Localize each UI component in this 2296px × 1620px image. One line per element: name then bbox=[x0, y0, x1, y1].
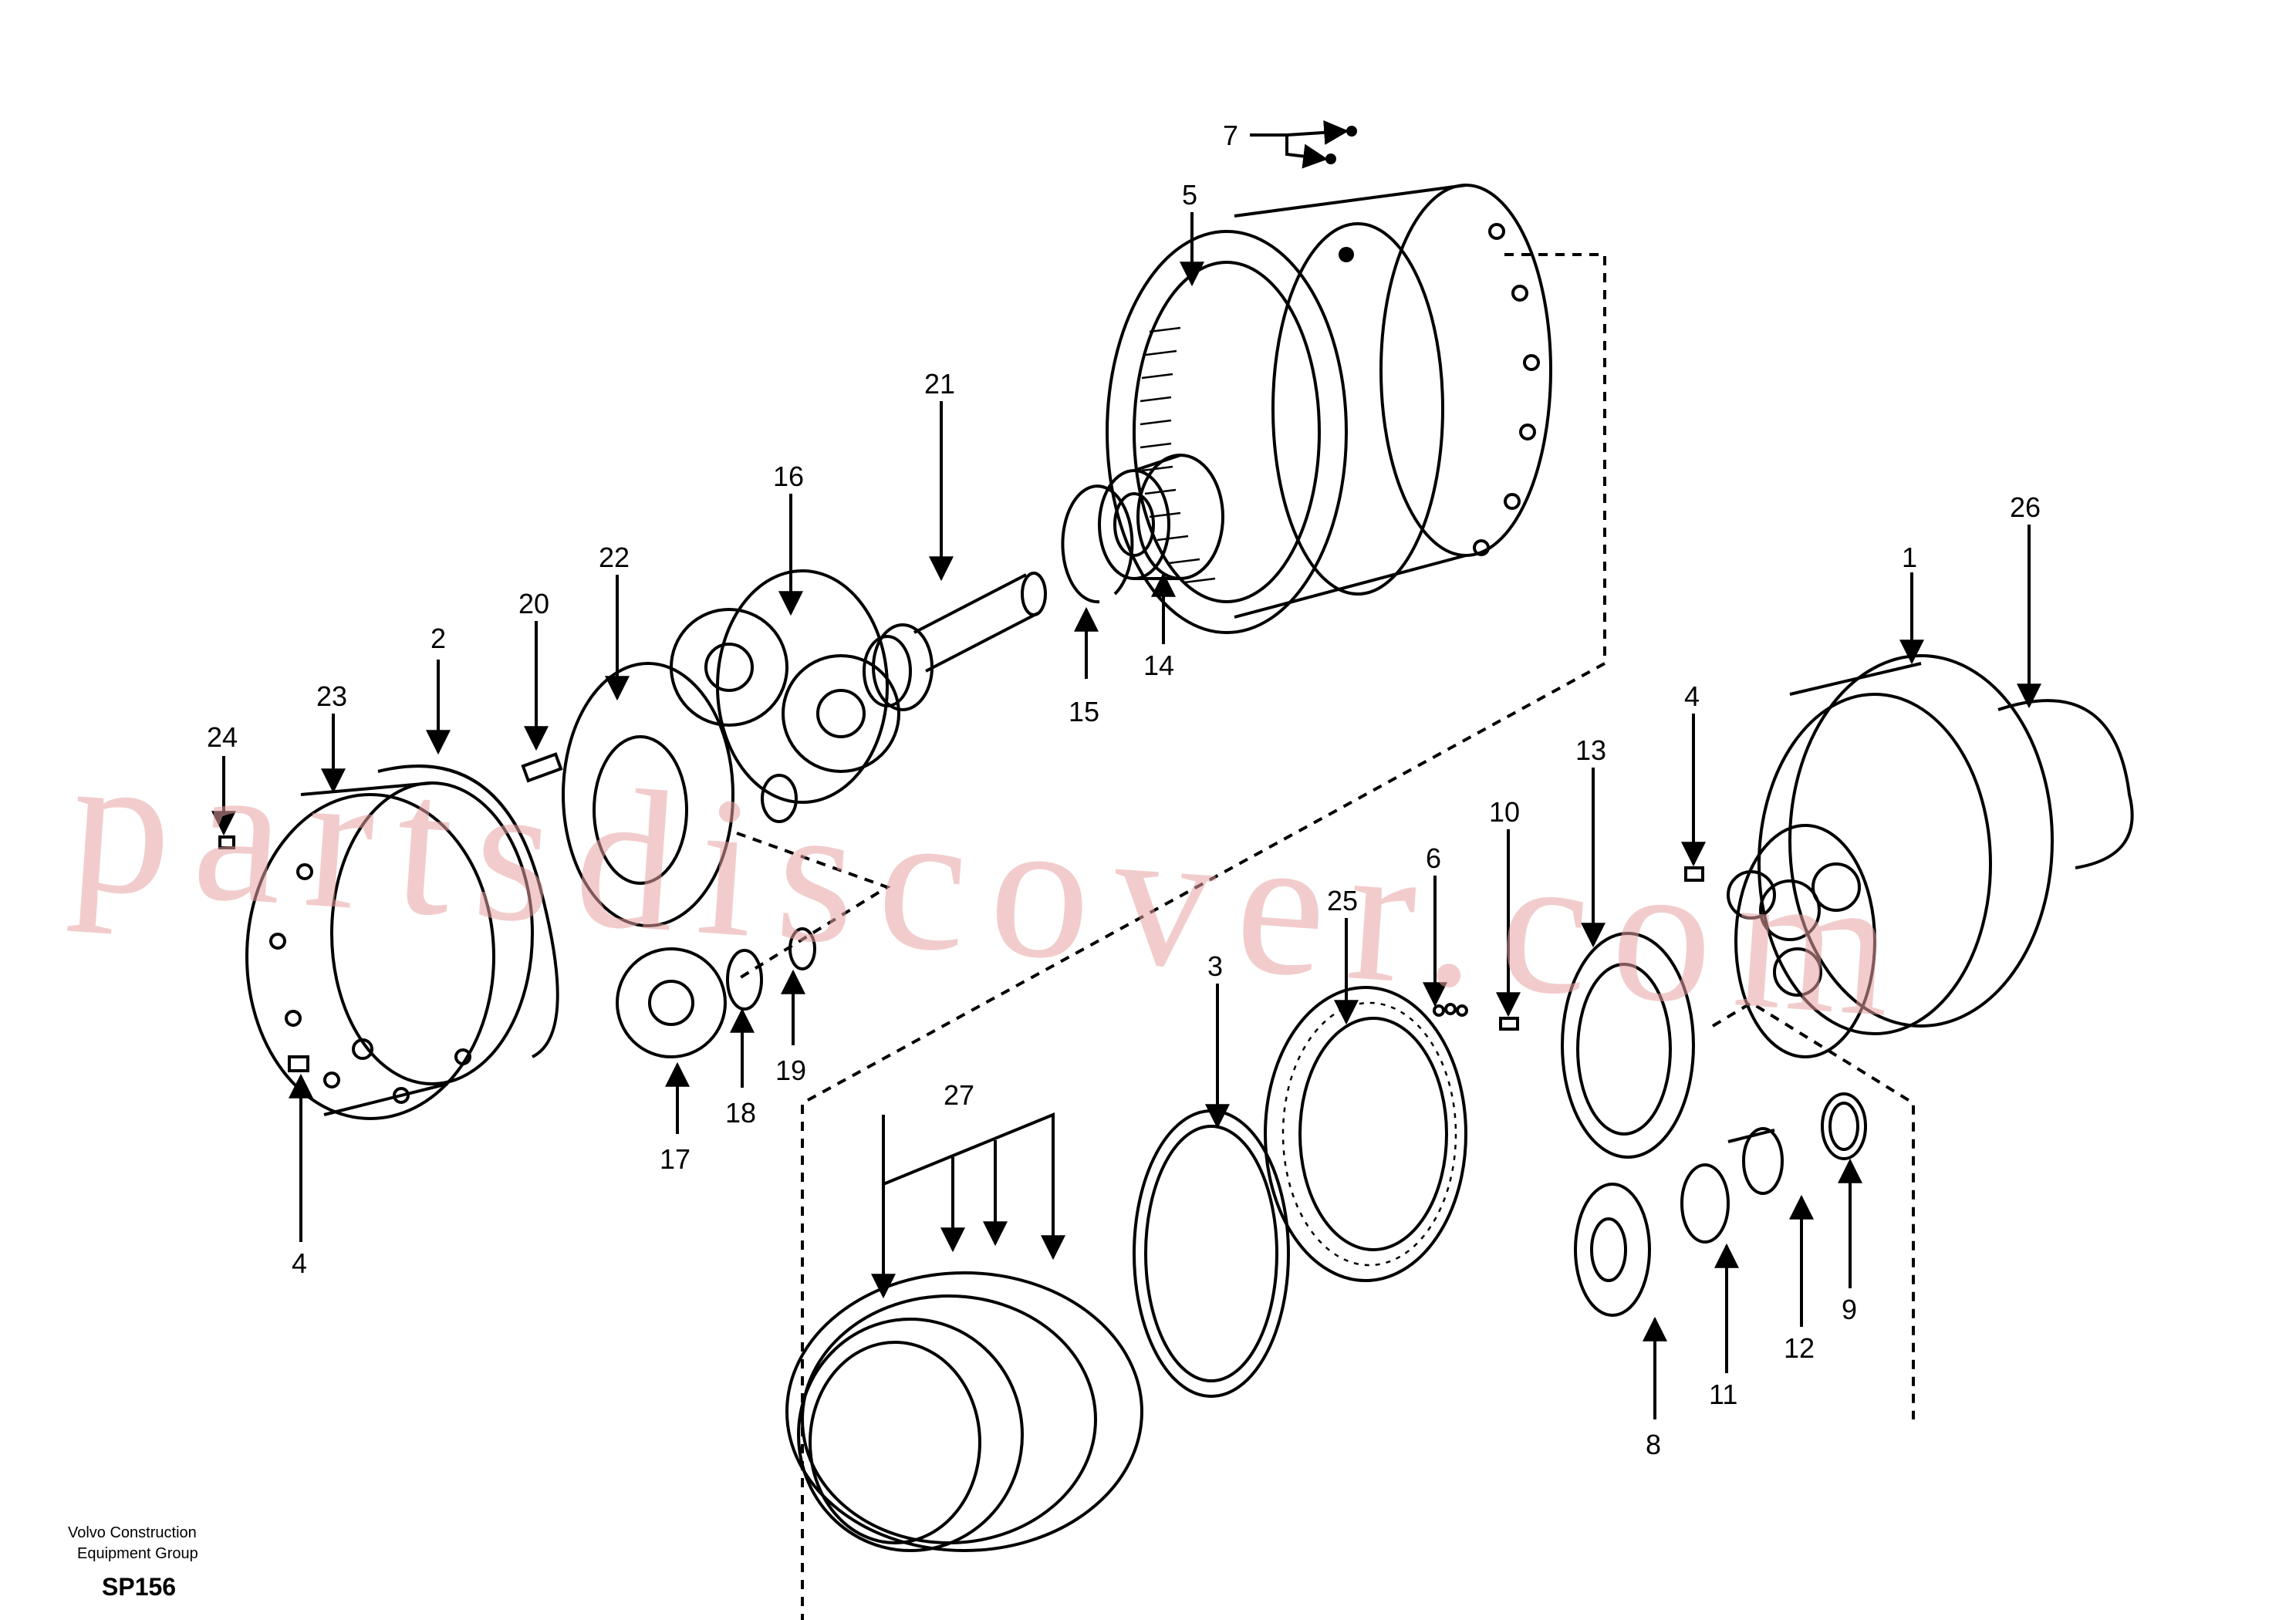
bearing-25 bbox=[1264, 986, 1467, 1282]
floating-seals-27 bbox=[785, 1271, 1143, 1552]
callout-10[interactable]: 10 bbox=[1489, 796, 1520, 828]
callout-23[interactable]: 23 bbox=[316, 680, 347, 712]
sun-gear-14 bbox=[1098, 454, 1224, 580]
footer: Volvo Construction Equipment Group SP156 bbox=[68, 1524, 198, 1601]
callout-2[interactable]: 2 bbox=[430, 623, 446, 654]
footer-company-line-2: Equipment Group bbox=[77, 1545, 198, 1562]
cover-23 bbox=[245, 781, 534, 1120]
callout-22[interactable]: 22 bbox=[599, 542, 630, 573]
callout-14[interactable]: 14 bbox=[1143, 650, 1174, 681]
callout-6[interactable]: 6 bbox=[1426, 842, 1441, 874]
callout-24[interactable]: 24 bbox=[207, 721, 238, 753]
bearing-11 bbox=[1680, 1163, 1730, 1244]
callout-9[interactable]: 9 bbox=[1842, 1294, 1857, 1325]
callout-labels: 1 2 3 4 4 5 6 7 8 9 10 11 12 13 14 15 16… bbox=[207, 120, 2041, 1460]
callout-4-upper[interactable]: 4 bbox=[1684, 680, 1700, 712]
ring-gear-housing bbox=[1106, 184, 1552, 634]
callout-26[interactable]: 26 bbox=[2010, 491, 2041, 523]
lock-ring-3 bbox=[1133, 1109, 1290, 1398]
callout-7[interactable]: 7 bbox=[1223, 120, 1238, 151]
footer-company-line-1: Volvo Construction bbox=[68, 1524, 197, 1541]
callout-4-lower[interactable]: 4 bbox=[292, 1247, 307, 1279]
washer-19 bbox=[788, 927, 816, 970]
watermark: partsdiscover.com bbox=[64, 710, 1923, 1061]
shaft-21 bbox=[863, 572, 1047, 711]
callout-20[interactable]: 20 bbox=[518, 588, 549, 619]
plug-10 bbox=[1499, 1017, 1519, 1031]
callout-16[interactable]: 16 bbox=[773, 461, 804, 492]
screw-7 bbox=[1325, 126, 1357, 164]
callout-12[interactable]: 12 bbox=[1784, 1332, 1815, 1364]
plug-24 bbox=[218, 835, 235, 849]
callout-17[interactable]: 17 bbox=[660, 1143, 690, 1175]
pin-20 bbox=[521, 752, 563, 783]
plug-4-upper bbox=[1684, 866, 1704, 882]
o-ring-2 bbox=[377, 764, 559, 1058]
callout-19[interactable]: 19 bbox=[775, 1055, 806, 1086]
drive-gear-8 bbox=[1574, 1183, 1651, 1317]
callout-25[interactable]: 25 bbox=[1327, 885, 1358, 916]
collar-12 bbox=[1727, 1127, 1784, 1195]
callout-18[interactable]: 18 bbox=[725, 1097, 756, 1129]
thrust-washer-22 bbox=[562, 662, 734, 927]
washer-9 bbox=[1821, 1092, 1867, 1160]
planet-carrier-16 bbox=[670, 569, 900, 823]
plug-4-lower bbox=[288, 1055, 309, 1072]
callout-5[interactable]: 5 bbox=[1182, 179, 1197, 211]
snap-ring-15 bbox=[1061, 484, 1134, 604]
callout-3[interactable]: 3 bbox=[1207, 950, 1223, 982]
callout-15[interactable]: 15 bbox=[1069, 696, 1099, 727]
callout-1[interactable]: 1 bbox=[1902, 542, 1917, 573]
assembly-guide-lines bbox=[735, 253, 1915, 1620]
callout-11[interactable]: 11 bbox=[1709, 1379, 1737, 1410]
planet-gear-17 bbox=[616, 947, 727, 1058]
plate-13 bbox=[1561, 932, 1695, 1159]
leader-lines bbox=[211, 120, 2041, 1419]
callout-8[interactable]: 8 bbox=[1646, 1429, 1661, 1460]
callout-21[interactable]: 21 bbox=[924, 368, 955, 400]
callout-27[interactable]: 27 bbox=[944, 1079, 974, 1111]
diagram-code: SP156 bbox=[102, 1573, 176, 1601]
callout-13[interactable]: 13 bbox=[1575, 734, 1606, 766]
o-ring-26 bbox=[1997, 699, 2134, 869]
